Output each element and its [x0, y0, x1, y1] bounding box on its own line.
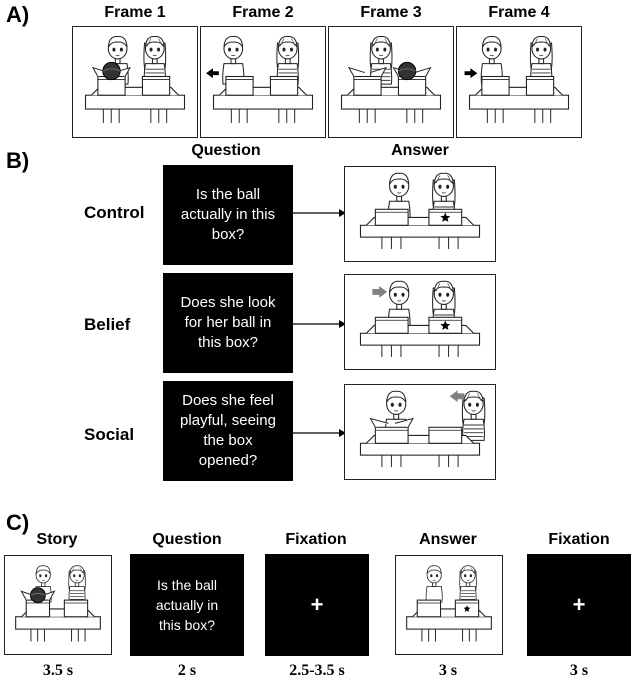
answer-scene-social [359, 390, 486, 467]
arrow-belief [293, 320, 346, 328]
gray-arrow-icon [372, 286, 388, 298]
left-box [347, 66, 388, 96]
step-title-answer: Answer [419, 531, 477, 548]
row-label-control: Control [84, 203, 145, 222]
question-box-belief: Does she look for her ball in this box? [163, 273, 293, 373]
gray-arrow-icon [449, 390, 465, 403]
arrow-social [293, 429, 346, 437]
step-title-fixation-1: Fixation [285, 531, 347, 548]
left-girl-figure [425, 565, 443, 603]
frame-2-title: Frame 2 [232, 4, 294, 21]
frame-3-image [328, 26, 454, 138]
frame-4-scene [464, 35, 570, 123]
row-label-social: Social [84, 425, 135, 444]
question-step-box: Is the ball actually in this box? [130, 554, 244, 656]
right-girl-figure [459, 565, 477, 603]
answer-image-control [344, 166, 496, 262]
right-box [63, 599, 89, 618]
left-box [481, 75, 510, 96]
panel-b-letter: B) [6, 148, 30, 173]
question-header: Question [191, 142, 261, 159]
ball-icon [102, 61, 121, 81]
frame-4-image [456, 26, 582, 138]
ball-icon [397, 61, 417, 81]
right-girl-figure [432, 172, 456, 223]
frame-4-title: Frame 4 [488, 4, 550, 21]
star-icon [440, 212, 451, 222]
duration-question: 2 s [177, 662, 197, 679]
arrow-control [293, 209, 346, 217]
panel-c-letter: C) [6, 510, 30, 535]
frame-1-image [72, 26, 198, 138]
left-box [374, 208, 409, 226]
answer-header: Answer [391, 142, 449, 159]
frame-2-image [200, 26, 326, 138]
duration-story: 3.5 s [42, 662, 74, 679]
fixation-box-2: + [527, 554, 631, 656]
frame-2-scene [206, 35, 314, 123]
right-box [525, 75, 555, 96]
right-box [269, 75, 299, 96]
row-label-belief: Belief [84, 315, 131, 334]
left-box [225, 75, 254, 96]
left-box [369, 417, 414, 444]
answer-image-belief [344, 274, 496, 370]
step-title-question: Question [152, 531, 222, 548]
story-scene [15, 565, 101, 642]
question-box-social: Does she feel playful, seeing the box op… [163, 381, 293, 481]
black-arrow-icon [206, 68, 219, 79]
frame-1-title: Frame 1 [104, 4, 166, 21]
answer-scene-belief [359, 280, 481, 357]
duration-answer: 3 s [438, 662, 458, 679]
right-box [141, 75, 171, 96]
frame-1-scene [84, 35, 186, 123]
right-girl-figure [529, 35, 553, 85]
answer-step-image [395, 555, 503, 655]
fixation-box-1: + [265, 554, 369, 656]
left-box [91, 66, 132, 96]
panel-a-letter: A) [6, 2, 30, 27]
duration-fixation-2: 3 s [569, 662, 589, 679]
story-image [4, 555, 112, 655]
frame-3-scene [340, 35, 442, 123]
step-title-story: Story [36, 531, 78, 548]
answer-image-social [344, 384, 496, 480]
left-box [374, 316, 409, 334]
duration-fixation-1: 2.5-3.5 s [289, 662, 345, 679]
step-title-fixation-2: Fixation [548, 531, 610, 548]
question-box-control: Is the ball actually in this box? [163, 165, 293, 265]
star-icon [440, 320, 451, 330]
right-girl-figure [461, 390, 486, 441]
black-arrow-icon [464, 68, 478, 79]
right-box [428, 426, 463, 444]
left-box [20, 590, 56, 618]
answer-scene-control [359, 172, 481, 249]
ball-icon [29, 587, 46, 604]
answer-step-scene [406, 565, 492, 642]
frame-3-title: Frame 3 [360, 4, 422, 21]
star-icon [463, 605, 471, 612]
right-girl-figure [68, 565, 86, 603]
left-box [416, 599, 442, 618]
